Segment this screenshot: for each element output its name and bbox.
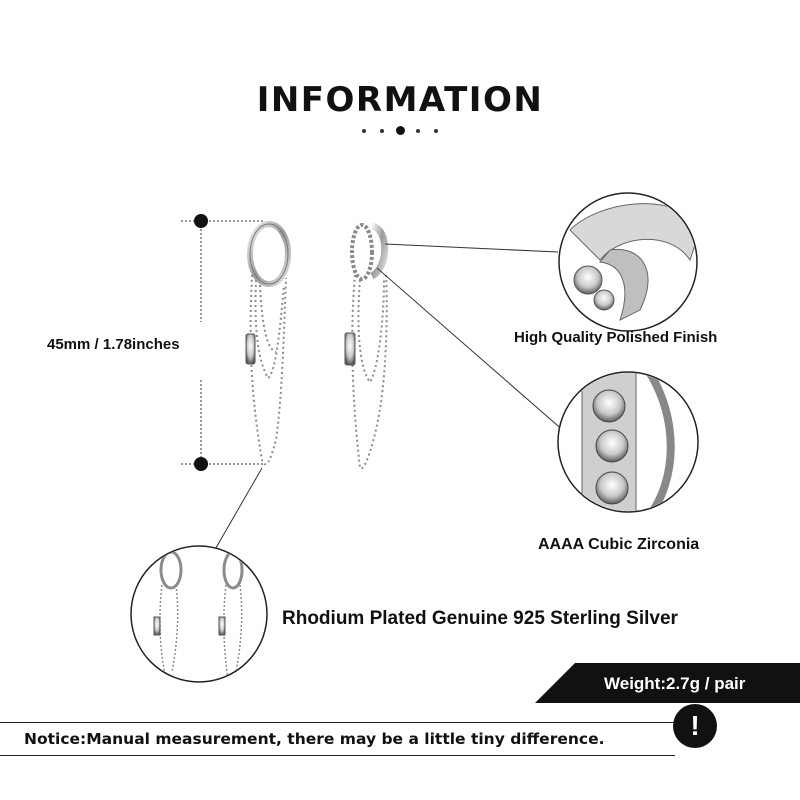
left-earring [245,221,291,466]
feature-label-polish: High Quality Polished Finish [514,329,718,346]
detail-circle-zirconia [557,371,699,513]
notice-rule-top [0,722,675,723]
right-earring [344,222,389,470]
feature-label-silver: Rhodium Plated Genuine 925 Sterling Silv… [282,608,678,629]
leader-line-zirconia [376,267,566,433]
detail-circle-silver [130,545,268,683]
notice-text: Notice:Manual measurement, there may be … [24,730,605,748]
warning-icon: ! [673,704,717,748]
leader-line-silver [212,467,263,554]
title-divider-dots [360,125,440,137]
weight-label: Weight:2.7g / pair [604,674,746,693]
leader-line-polish [384,243,559,253]
weight-banner [535,663,800,703]
feature-label-zirconia: AAAA Cubic Zirconia [538,536,700,553]
detail-circle-polish [558,192,698,332]
page-title: INFORMATION [256,80,544,120]
dimension-indicator [181,214,265,471]
notice-rule-bottom [0,755,675,756]
dimension-label: 45mm / 1.78inches [47,336,180,353]
